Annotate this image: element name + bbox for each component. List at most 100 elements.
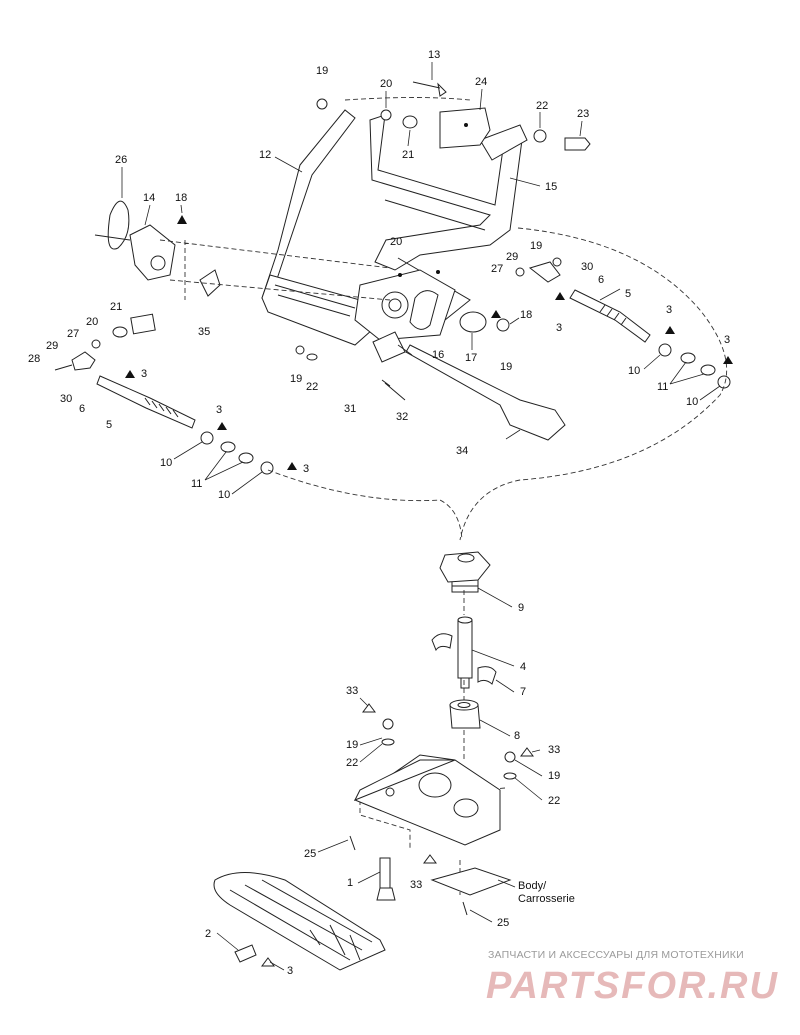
callout-labels: 13 19 20 24 22 23 21 12 26 15 14 18 20 1… bbox=[28, 49, 730, 977]
bolt-2 bbox=[234, 944, 257, 963]
body-label-line2: Carrosserie bbox=[518, 893, 575, 905]
callout-12: 12 bbox=[259, 149, 271, 161]
callout-21-left: 21 bbox=[110, 301, 122, 313]
callout-20-left: 20 bbox=[86, 316, 98, 328]
callout-3-bottom: 3 bbox=[287, 965, 293, 977]
hairpin-clip-26 bbox=[94, 200, 131, 250]
callout-6-right: 6 bbox=[598, 274, 604, 286]
cable-5-right bbox=[569, 289, 651, 343]
callout-24: 24 bbox=[475, 76, 487, 88]
callout-3-right-a: 3 bbox=[666, 304, 672, 316]
callout-9: 9 bbox=[518, 602, 524, 614]
callout-29-right: 29 bbox=[506, 251, 518, 263]
end-29-right bbox=[528, 261, 561, 283]
callout-33-left: 33 bbox=[346, 685, 358, 697]
callout-3-right-c: 3 bbox=[724, 334, 730, 346]
callout-31: 31 bbox=[344, 403, 356, 415]
steering-column-assembly bbox=[213, 551, 534, 971]
callout-25-left: 25 bbox=[304, 848, 316, 860]
callout-5-right: 5 bbox=[625, 288, 631, 300]
body-plate bbox=[430, 867, 512, 896]
callout-20-mid: 20 bbox=[390, 236, 402, 248]
washer-20-top bbox=[380, 109, 392, 121]
cable-5-left bbox=[96, 375, 196, 429]
callout-19-lower-right: 19 bbox=[548, 770, 560, 782]
steering-support-arm bbox=[261, 109, 356, 301]
callout-19-lower-left: 19 bbox=[346, 739, 358, 751]
callout-25-right: 25 bbox=[497, 917, 509, 929]
nut-18-right bbox=[496, 318, 510, 332]
callout-19-mid-right: 19 bbox=[500, 361, 512, 373]
washer-27-right bbox=[515, 267, 525, 277]
lever-14 bbox=[129, 224, 176, 281]
callout-33-right: 33 bbox=[548, 744, 560, 756]
callout-22-lower-left: 22 bbox=[346, 757, 358, 769]
steering-bracket-assembly bbox=[54, 81, 731, 475]
callout-22-lower-right: 22 bbox=[548, 795, 560, 807]
bracket-tab bbox=[479, 124, 528, 161]
leader-lines bbox=[121, 62, 721, 971]
callout-7: 7 bbox=[520, 686, 526, 698]
callout-34: 34 bbox=[456, 445, 468, 457]
cam-35 bbox=[199, 269, 221, 297]
callout-3-right-b: 3 bbox=[556, 322, 562, 334]
clip-7-b bbox=[477, 666, 497, 685]
callout-10-left-a: 10 bbox=[160, 457, 172, 469]
bolt-28 bbox=[54, 364, 73, 371]
callout-27-right: 27 bbox=[491, 263, 503, 275]
mount-plate bbox=[439, 107, 491, 149]
callout-19-top: 19 bbox=[316, 65, 328, 77]
callout-10-right-a: 10 bbox=[628, 365, 640, 377]
plate-31 bbox=[372, 331, 406, 363]
callout-26: 26 bbox=[115, 154, 127, 166]
callout-11-right: 11 bbox=[657, 381, 668, 393]
callout-30-left: 30 bbox=[60, 393, 72, 405]
nut-19-top bbox=[316, 98, 328, 110]
callout-19-right: 19 bbox=[530, 240, 542, 252]
clip-7-a bbox=[431, 633, 453, 652]
callout-27-left: 27 bbox=[67, 328, 79, 340]
callout-10-right-b: 10 bbox=[686, 396, 698, 408]
callout-32: 32 bbox=[396, 411, 408, 423]
washer-20-left bbox=[112, 326, 128, 338]
bolt-32 bbox=[381, 379, 406, 401]
callout-33-bottom: 33 bbox=[410, 879, 422, 891]
callout-20-top: 20 bbox=[380, 78, 392, 90]
washer-17 bbox=[459, 311, 487, 333]
callout-3-left-a: 3 bbox=[141, 368, 147, 380]
callout-17: 17 bbox=[465, 352, 477, 364]
callout-18-left: 18 bbox=[175, 192, 187, 204]
callout-15: 15 bbox=[545, 181, 557, 193]
watermark: ЗАПЧАСТИ И АКСЕССУАРЫ ДЛЯ МОТОТЕХНИКИ PA… bbox=[486, 949, 779, 1007]
callout-14: 14 bbox=[143, 192, 155, 204]
callout-11-left: 11 bbox=[191, 478, 202, 490]
watermark-brand: PARTSFOR.RU bbox=[486, 965, 779, 1007]
callout-6-left: 6 bbox=[79, 403, 85, 415]
callout-23: 23 bbox=[577, 108, 589, 120]
callout-3-left-b: 3 bbox=[216, 404, 222, 416]
callout-3-left-c: 3 bbox=[303, 463, 309, 475]
callout-21-top: 21 bbox=[402, 149, 414, 161]
callout-5-left: 5 bbox=[106, 419, 112, 431]
callout-18-right: 18 bbox=[520, 309, 532, 321]
callout-22-mid: 22 bbox=[306, 381, 318, 393]
callout-4: 4 bbox=[520, 661, 526, 673]
callout-8: 8 bbox=[514, 730, 520, 742]
callout-2: 2 bbox=[205, 928, 211, 940]
bolt-13 bbox=[412, 81, 447, 97]
body-label-line1: Body/ bbox=[518, 880, 547, 892]
callout-29-left: 29 bbox=[46, 340, 58, 352]
watermark-tagline: ЗАПЧАСТИ И АКСЕССУАРЫ ДЛЯ МОТОТЕХНИКИ bbox=[488, 949, 744, 961]
callout-10-left-b: 10 bbox=[218, 489, 230, 501]
callout-35: 35 bbox=[198, 326, 210, 338]
pivot-1 bbox=[379, 857, 391, 889]
fastener-markers bbox=[125, 215, 733, 470]
brake-lever bbox=[405, 344, 566, 441]
washer-22-top bbox=[533, 129, 547, 143]
callout-19-mid: 19 bbox=[290, 373, 302, 385]
callout-22-top: 22 bbox=[536, 100, 548, 112]
end-29-left bbox=[71, 351, 96, 371]
washer-27-left bbox=[91, 339, 101, 349]
ski bbox=[213, 872, 386, 971]
upper-bracket bbox=[369, 114, 523, 271]
